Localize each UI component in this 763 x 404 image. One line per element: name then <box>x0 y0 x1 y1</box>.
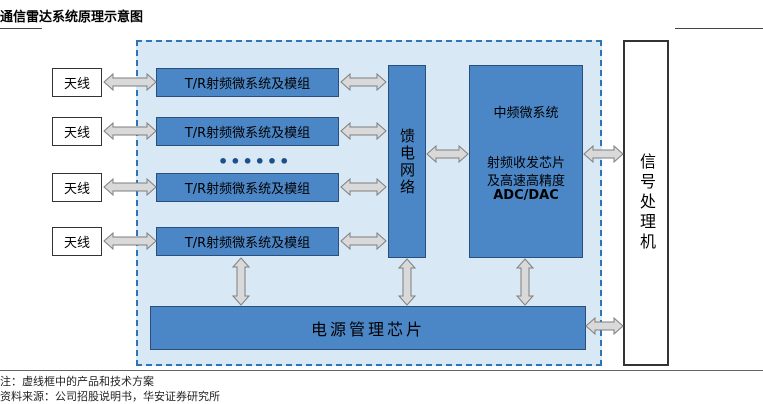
if-system-line1: 射频收发芯片 <box>486 156 565 171</box>
ellipsis-dots: •••••• <box>218 152 292 171</box>
antenna-4: 天线 <box>52 227 102 256</box>
arrow-feed-if <box>426 144 469 164</box>
if-system-line2: 及高速高精度 <box>486 174 565 189</box>
if-system-title: 中频微系统 <box>493 106 559 121</box>
antenna-2: 天线 <box>52 117 102 146</box>
source-note: 资料来源：公司招股说明书，华安证券研究所 <box>0 390 220 403</box>
arrow-antenna-tr-4 <box>103 231 157 251</box>
tr-module-1: T/R射频微系统及模组 <box>156 68 339 97</box>
tr-module-4: T/R射频微系统及模组 <box>156 227 339 256</box>
arrow-tr-feed-4 <box>340 231 387 251</box>
arrow-if-power <box>515 258 535 306</box>
footer-rule <box>0 370 763 371</box>
arrow-if-processor <box>583 144 624 164</box>
diagram-title: 通信雷达系统原理示意图 <box>0 10 144 25</box>
signal-processor-label: 信号处理机 <box>637 153 656 253</box>
feed-network-label: 馈电网络 <box>398 127 416 196</box>
arrow-power-processor <box>585 316 624 336</box>
arrow-tr-feed-1 <box>340 72 387 92</box>
power-management-block: 电源管理芯片 <box>150 306 586 350</box>
title-rule <box>0 28 42 29</box>
tr-module-3: T/R射频微系统及模组 <box>156 173 339 202</box>
footnote: 注：虚线框中的产品和技术方案 <box>0 375 154 388</box>
tr-module-2: T/R射频微系统及模组 <box>156 117 339 146</box>
arrow-tr-feed-2 <box>340 121 387 141</box>
arrow-tr-power <box>231 257 251 306</box>
if-microsystem-block: 中频微系统 射频收发芯片 及高速高精度 ADC/DAC <box>469 65 583 258</box>
arrow-antenna-tr-2 <box>103 121 157 141</box>
arrow-feed-power <box>397 258 417 306</box>
feed-network-block: 馈电网络 <box>388 65 426 258</box>
antenna-3: 天线 <box>52 173 102 202</box>
title-rule-right <box>675 28 763 29</box>
arrow-antenna-tr-1 <box>103 72 157 92</box>
arrow-tr-feed-3 <box>340 177 387 197</box>
arrow-antenna-tr-3 <box>103 177 157 197</box>
if-system-line3: ADC/DAC <box>493 188 559 203</box>
antenna-1: 天线 <box>52 68 102 97</box>
signal-processor-block: 信号处理机 <box>623 40 669 366</box>
